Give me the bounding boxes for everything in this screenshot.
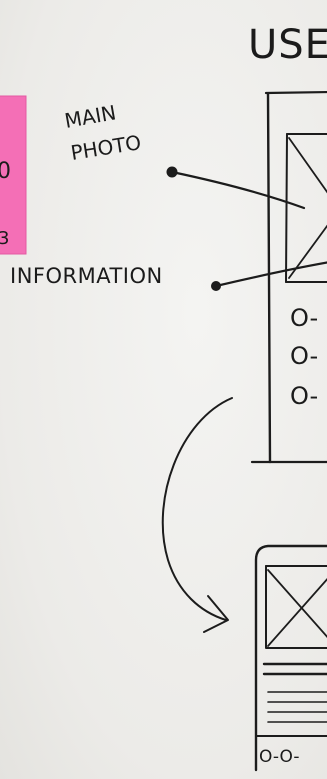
sticky-note-mark-bottom: 3 bbox=[0, 228, 9, 249]
photo-box-left bbox=[285, 133, 288, 283]
sticky-note: 0 3 bbox=[0, 95, 27, 255]
wireframe-screen-1: O- O- O- bbox=[250, 90, 327, 464]
screen-1-list-mark-2: O- bbox=[290, 342, 318, 370]
sticky-note-paper bbox=[0, 95, 27, 255]
pointer-line-information bbox=[214, 261, 327, 288]
screen-1-list-mark-3: O- bbox=[290, 382, 318, 410]
pointer-line-main-photo bbox=[170, 170, 306, 210]
screen-2-photo-diag-1 bbox=[267, 569, 327, 638]
pointer-information bbox=[211, 261, 327, 291]
screen-1-left-edge bbox=[266, 92, 272, 464]
screen-2-footer-marks: O-O- bbox=[259, 747, 299, 767]
screen-2-outline bbox=[254, 544, 327, 772]
screen-2-photo-diag-2 bbox=[267, 578, 327, 647]
flow-arrow bbox=[161, 397, 233, 633]
pointer-main-photo bbox=[166, 166, 306, 210]
screen-1-list-mark-1: O- bbox=[290, 304, 318, 332]
label-main: MAIN bbox=[63, 100, 118, 133]
screen-1-top-edge bbox=[264, 90, 327, 95]
label-photo: PHOTO bbox=[69, 130, 143, 165]
sticky-note-mark-top: 0 bbox=[0, 159, 11, 184]
flow-arrow-curve bbox=[161, 397, 233, 621]
wireframe-screen-2: O-O- bbox=[254, 544, 327, 772]
screen-2-photo-box bbox=[265, 565, 327, 649]
title-partial: USE bbox=[248, 22, 327, 68]
photo-placeholder-diag-1 bbox=[288, 137, 327, 194]
label-information: INFORMATION bbox=[10, 264, 163, 288]
flow-arrow-head bbox=[203, 595, 229, 633]
